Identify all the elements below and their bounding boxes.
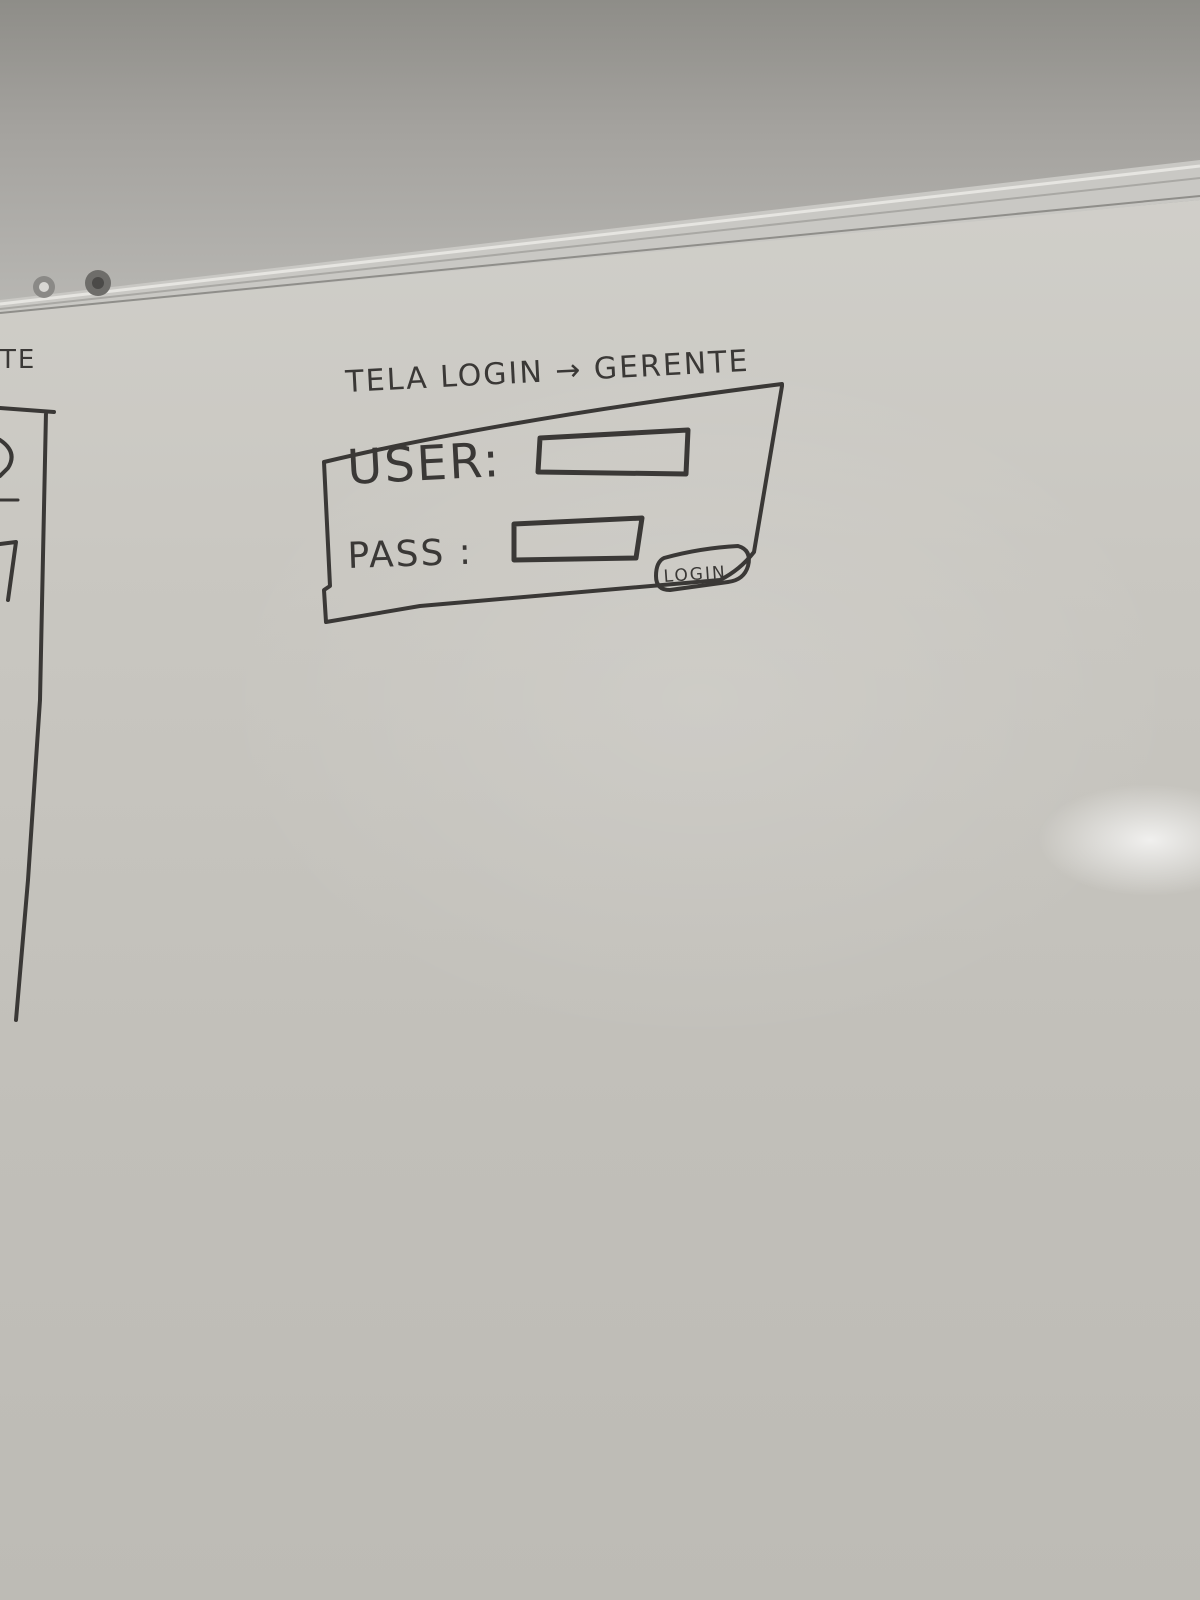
- user-label: USER:: [346, 432, 503, 496]
- edge-text: TE: [0, 345, 36, 375]
- login-button-label: LOGIN: [663, 563, 727, 587]
- login-button-sketch: LOGIN: [654, 544, 751, 592]
- sketch-title: TELA LOGIN → GERENTE: [344, 344, 751, 400]
- pass-input-box: [511, 515, 645, 563]
- mounting-screws: [33, 270, 111, 298]
- login-panel-outline: [322, 382, 784, 624]
- left-edge-sketch: TE: [0, 345, 56, 1022]
- user-input-box: [535, 427, 691, 477]
- login-wireframe-sketch: TELA LOGIN → GERENTE USER: PASS : LOGIN: [322, 344, 784, 624]
- whiteboard-frame: [0, 160, 1200, 314]
- pass-label: PASS :: [347, 532, 474, 577]
